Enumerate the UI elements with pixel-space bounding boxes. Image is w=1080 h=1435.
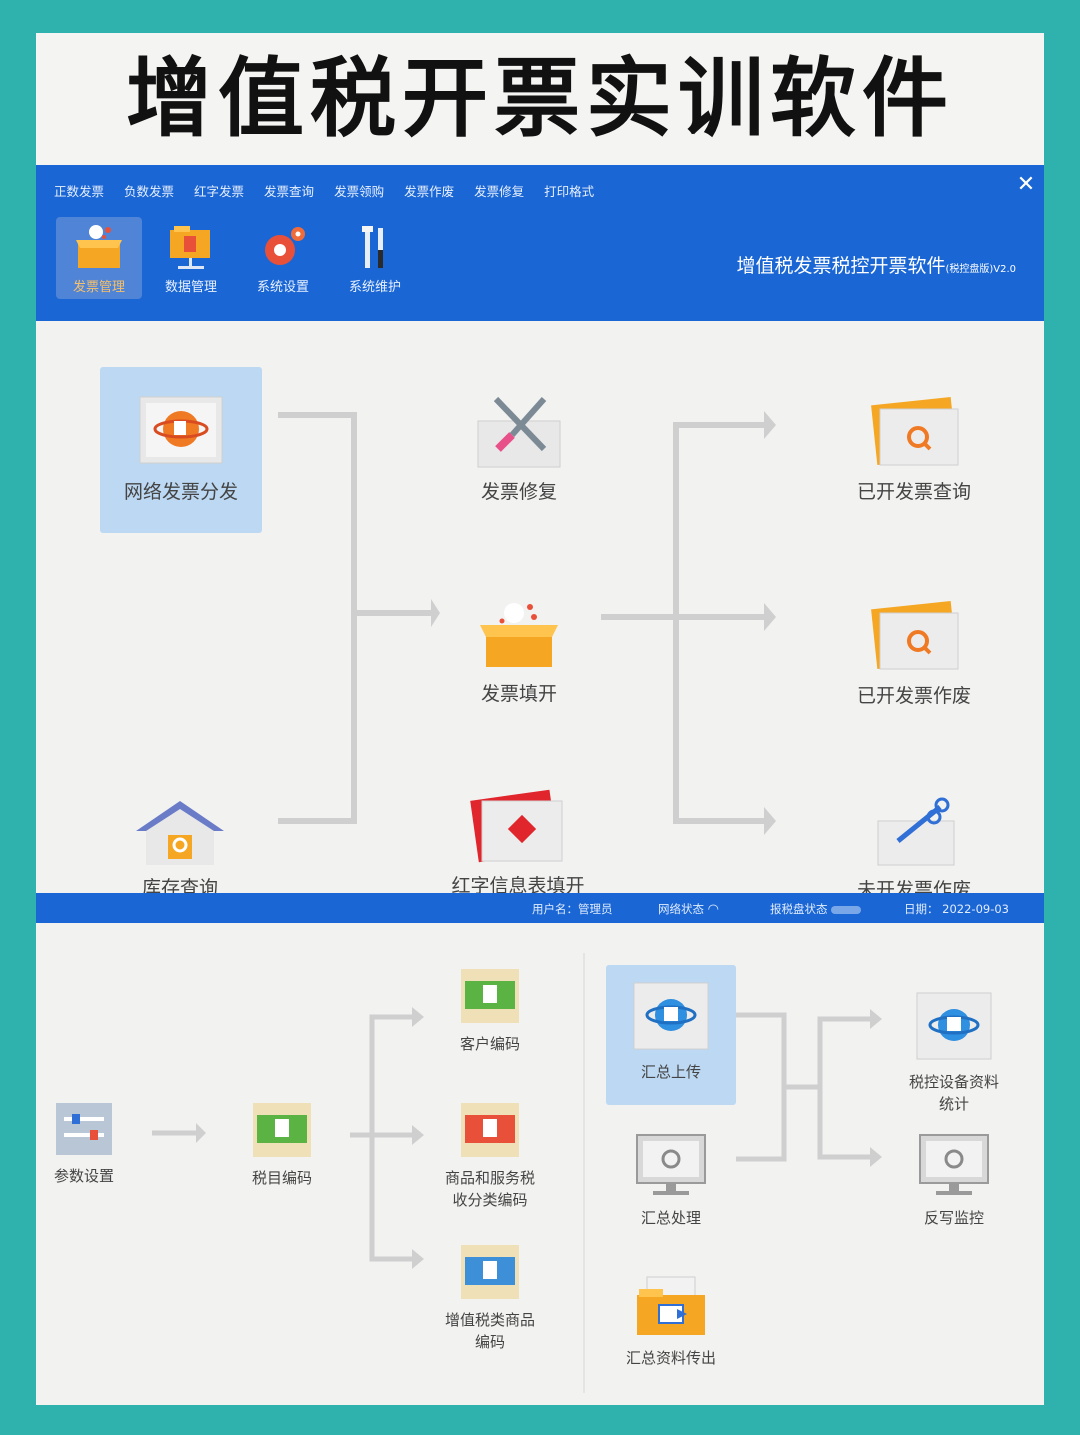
- device-indicator-icon: [831, 905, 862, 914]
- status-bar: 用户名：管理员 网络状态 ◠ 报税盘状态 日期： 2022-09-03: [36, 893, 1044, 923]
- banner: 增值税开票实训软件: [36, 33, 1044, 165]
- node-label: 红字信息表填开: [451, 875, 585, 897]
- user-status: 用户名：管理员: [532, 902, 613, 916]
- vat-goods-code-icon: [461, 1245, 519, 1299]
- ie-stats-icon: [916, 992, 992, 1060]
- invoice-flow-panel: 网络发票分发 库存查询 发票修复: [36, 321, 1044, 901]
- network-distribute-icon: [139, 396, 223, 464]
- ie-upload-icon: [633, 982, 709, 1050]
- invoice-box-icon: [72, 222, 126, 272]
- node-label: 税控设备资料统计: [908, 1073, 999, 1113]
- tool-system-maintenance[interactable]: 系统维护: [332, 217, 418, 299]
- menu-item-red-invoice[interactable]: 红字发票: [194, 184, 245, 199]
- node-invoice-fill[interactable]: 发票填开: [464, 597, 574, 706]
- tool-label: 系统设置: [256, 280, 309, 295]
- node-invoice-repair[interactable]: 发票修复: [464, 391, 574, 504]
- invoice-search-icon: [871, 396, 959, 466]
- customer-code-icon: [461, 969, 519, 1023]
- node-blank-invoice-void[interactable]: 未开发票作废: [846, 793, 982, 902]
- node-writeback-monitor[interactable]: 反写监控: [904, 1131, 1004, 1229]
- node-label: 已开发票作废: [856, 685, 971, 707]
- node-summary-process[interactable]: 汇总处理: [620, 1131, 722, 1229]
- menu-item-invoice-repair[interactable]: 发票修复: [474, 184, 525, 199]
- node-issued-invoice-query[interactable]: 已开发票查询: [846, 395, 982, 504]
- data-flow-panel: 参数设置 税目编码 客户编码 商品和服务税收分类编码: [36, 923, 1044, 1405]
- node-label: 增值税类商品编码: [444, 1311, 535, 1351]
- flow-connectors: [278, 411, 776, 835]
- top-bar: 正数发票 负数发票 红字发票 发票查询 发票领购 发票作废 发票修复 打印格式 …: [36, 165, 1044, 321]
- wifi-icon: ◠: [707, 902, 719, 917]
- data-folder-icon: [164, 222, 218, 272]
- node-label: 汇总处理: [640, 1209, 701, 1227]
- menu-item-negative-invoice[interactable]: 负数发票: [124, 184, 175, 199]
- menu-item-invoice-query[interactable]: 发票查询: [264, 184, 315, 199]
- invoice-box-icon: [480, 603, 558, 667]
- toolbar: 发票管理 数据管理: [56, 217, 424, 299]
- node-label: 商品和服务税收分类编码: [444, 1169, 535, 1209]
- folder-export-icon: [637, 1276, 705, 1335]
- node-network-invoice-distribute[interactable]: 网络发票分发: [100, 367, 262, 533]
- monitor-icon: [919, 1134, 989, 1195]
- repair-tools-icon: [477, 396, 561, 468]
- tool-label: 数据管理: [164, 280, 217, 295]
- node-summary-upload[interactable]: 汇总上传: [606, 965, 736, 1105]
- menu-item-print-format[interactable]: 打印格式: [544, 184, 595, 199]
- tool-invoice-management[interactable]: 发票管理: [56, 217, 142, 299]
- node-label: 汇总上传: [640, 1063, 701, 1081]
- tools-icon: [348, 222, 402, 272]
- tool-label: 发票管理: [72, 280, 125, 295]
- node-inventory-query[interactable]: 库存查询: [130, 795, 230, 900]
- node-label: 客户编码: [459, 1035, 520, 1053]
- date-status: 日期： 2022-09-03: [904, 902, 1009, 916]
- flow-connectors: [152, 953, 882, 1393]
- node-vat-goods-code[interactable]: 增值税类商品编码: [432, 1241, 548, 1353]
- menu-bar: 正数发票 负数发票 红字发票 发票查询 发票领购 发票作废 发票修复 打印格式: [54, 181, 614, 200]
- node-summary-export[interactable]: 汇总资料传出: [606, 1271, 736, 1369]
- node-label: 参数设置: [53, 1167, 114, 1185]
- node-label: 税目编码: [251, 1169, 312, 1187]
- gear-icon: [256, 222, 310, 272]
- node-label: 已开发票查询: [856, 481, 971, 503]
- device-status: 报税盘状态: [770, 901, 862, 917]
- node-label: 汇总资料传出: [625, 1349, 716, 1367]
- network-status: 网络状态 ◠: [658, 902, 719, 917]
- node-tax-device-stats[interactable]: 税控设备资料统计: [892, 987, 1016, 1115]
- node-tax-item-code[interactable]: 税目编码: [236, 1099, 328, 1189]
- node-label: 发票修复: [480, 481, 557, 503]
- banner-title: 增值税开票实训软件: [126, 49, 954, 149]
- red-form-icon: [470, 789, 563, 863]
- node-red-info-form[interactable]: 红字信息表填开: [440, 789, 596, 898]
- goods-code-icon: [461, 1103, 519, 1157]
- tool-system-settings[interactable]: 系统设置: [240, 217, 326, 299]
- tool-label: 系统维护: [348, 280, 401, 295]
- user-name: 管理员: [578, 902, 613, 916]
- menu-item-invoice-purchase[interactable]: 发票领购: [334, 184, 385, 199]
- date-value: 2022-09-03: [942, 902, 1009, 916]
- menu-item-invoice-void[interactable]: 发票作废: [404, 184, 455, 199]
- tax-code-icon: [253, 1103, 311, 1157]
- monitor-icon: [636, 1134, 706, 1195]
- node-issued-invoice-void[interactable]: 已开发票作废: [846, 599, 982, 708]
- tool-data-management[interactable]: 数据管理: [148, 217, 234, 299]
- scissors-icon: [877, 797, 955, 866]
- product-name: 增值税发票税控开票软件(税控盘版)V2.0: [736, 255, 1016, 277]
- node-label: 网络发票分发: [123, 481, 238, 503]
- node-customer-code[interactable]: 客户编码: [444, 965, 536, 1055]
- node-label: 反写监控: [923, 1209, 984, 1227]
- menu-item-positive-invoice[interactable]: 正数发票: [54, 184, 105, 199]
- node-goods-service-tax-code[interactable]: 商品和服务税收分类编码: [432, 1099, 548, 1211]
- house-search-icon: [136, 801, 224, 865]
- close-button[interactable]: ✕: [1016, 172, 1036, 197]
- app-card: 增值税开票实训软件 正数发票 负数发票 红字发票 发票查询 发票领购 发票作废 …: [36, 33, 1044, 1405]
- invoice-search-icon: [871, 600, 959, 670]
- node-label: 发票填开: [480, 683, 557, 705]
- node-parameter-settings[interactable]: 参数设置: [44, 1099, 124, 1187]
- slider-settings-icon: [56, 1103, 112, 1155]
